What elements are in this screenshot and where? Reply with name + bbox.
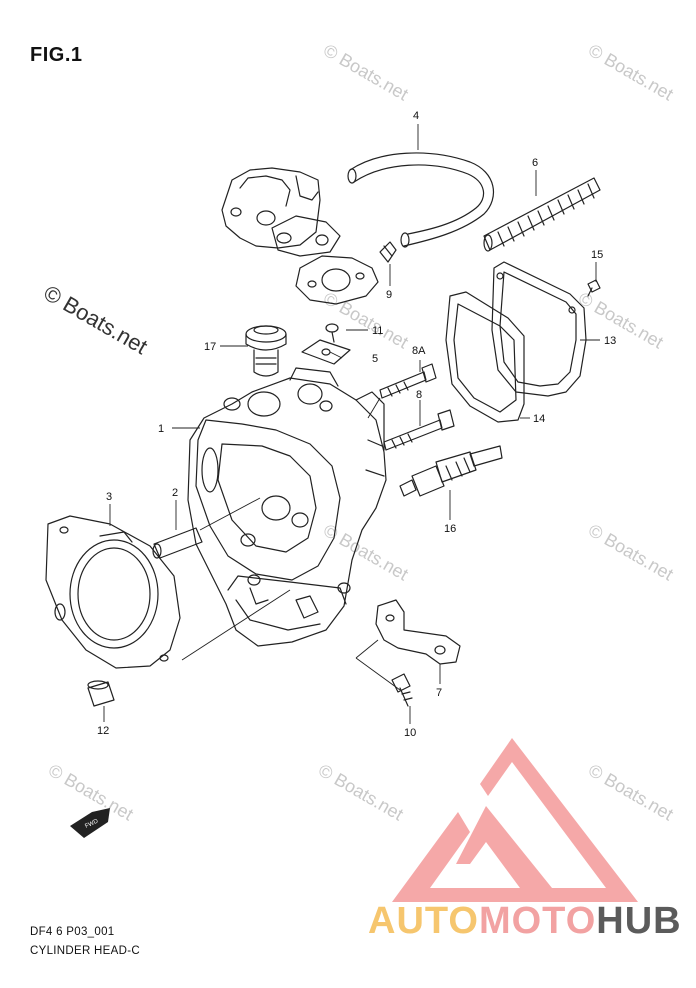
figure-title: FIG.1 xyxy=(30,44,83,66)
callout-8a: 8A xyxy=(412,345,426,357)
hose-clip-part xyxy=(379,241,397,263)
callout-1: 1 xyxy=(158,423,164,435)
brand-word-auto: AUTO xyxy=(368,900,479,942)
callout-9: 9 xyxy=(386,289,392,301)
callout-10: 10 xyxy=(404,727,416,739)
head-gasket-part xyxy=(45,515,181,669)
callout-15: 15 xyxy=(591,249,603,261)
fwd-label: FWD xyxy=(84,818,100,829)
callout-3: 3 xyxy=(106,491,112,503)
callout-2: 2 xyxy=(172,487,178,499)
cover-gasket-part xyxy=(295,255,379,305)
thermostat-cover-part xyxy=(221,167,341,257)
dowel-part xyxy=(87,680,115,707)
callout-12: 12 xyxy=(97,725,109,737)
bolt-part xyxy=(383,409,455,451)
callout-5: 5 xyxy=(372,353,378,365)
brand-wordmark: AUTOMOTOHUB xyxy=(368,900,682,943)
callout-14: 14 xyxy=(533,413,545,425)
callout-17: 17 xyxy=(204,341,216,353)
leader-lines xyxy=(103,124,600,724)
side-cover-part xyxy=(491,261,587,397)
dowel-pin-part xyxy=(152,527,203,559)
figure-code: DF4 6 P03_001 xyxy=(30,926,115,938)
callout-16: 16 xyxy=(444,523,456,535)
hose-part xyxy=(347,152,494,248)
spark-plug-part xyxy=(399,445,503,497)
callout-11: 11 xyxy=(372,325,383,337)
brand-word-moto: MOTO xyxy=(478,900,597,942)
callout-7: 7 xyxy=(436,687,442,699)
hose-protector-part xyxy=(483,177,601,252)
callout-6: 6 xyxy=(532,157,538,169)
bolt-part xyxy=(391,673,413,707)
cover-gasket-part xyxy=(445,291,525,423)
plate-part xyxy=(301,339,351,365)
callout-13: 13 xyxy=(604,335,616,347)
callout-8: 8 xyxy=(416,389,422,401)
brand-logo xyxy=(392,738,638,902)
bolt-part xyxy=(379,363,437,399)
thermostat-part xyxy=(245,325,287,377)
cylinder-head-part xyxy=(187,367,387,647)
bracket-part xyxy=(375,599,461,665)
fwd-arrow-icon: FWD xyxy=(70,808,110,838)
figure-caption: CYLINDER HEAD-C xyxy=(30,945,140,957)
callout-4: 4 xyxy=(413,110,419,122)
brand-word-hub: HUB xyxy=(596,900,682,942)
screw-part xyxy=(325,323,339,343)
bolt-part xyxy=(587,279,601,297)
